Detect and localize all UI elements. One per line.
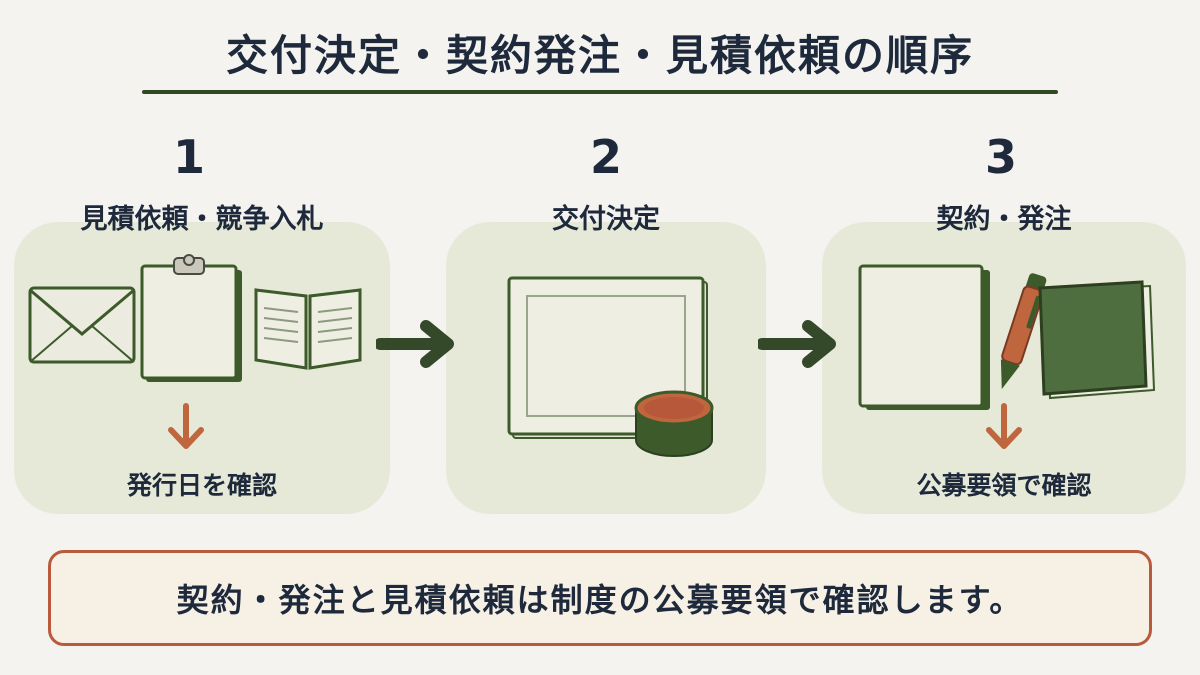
down-arrow-icon <box>986 403 1022 449</box>
step-3-note: 公募要領で確認 <box>916 471 1092 500</box>
document-icon <box>858 264 990 410</box>
green-book-icon <box>1038 280 1156 400</box>
stamp-icon <box>634 390 714 457</box>
step-1-label: 見積依頼・競争入札 <box>80 204 324 235</box>
envelope-icon <box>28 286 136 364</box>
step-2-number: 2 <box>589 130 622 184</box>
step-3-number: 3 <box>984 130 1017 184</box>
page-title: 交付決定・契約発注・見積依頼の順序 <box>225 31 974 80</box>
pen-icon <box>1000 273 1047 390</box>
right-arrow-icon <box>758 320 836 368</box>
step-1-number: 1 <box>172 130 205 184</box>
footer-note-box: 契約・発注と見積依頼は制度の公募要領で確認します。 <box>48 550 1152 646</box>
step-1-note: 発行日を確認 <box>126 471 277 500</box>
down-arrow-icon <box>168 403 204 449</box>
footer-note-text: 契約・発注と見積依頼は制度の公募要領で確認します。 <box>176 581 1024 619</box>
right-arrow-icon <box>376 320 454 368</box>
title-underline <box>142 90 1058 94</box>
clipboard-icon <box>140 254 242 382</box>
step-3-label: 契約・発注 <box>936 204 1072 235</box>
open-book-icon <box>254 288 362 370</box>
step-2-label: 交付決定 <box>552 204 660 235</box>
